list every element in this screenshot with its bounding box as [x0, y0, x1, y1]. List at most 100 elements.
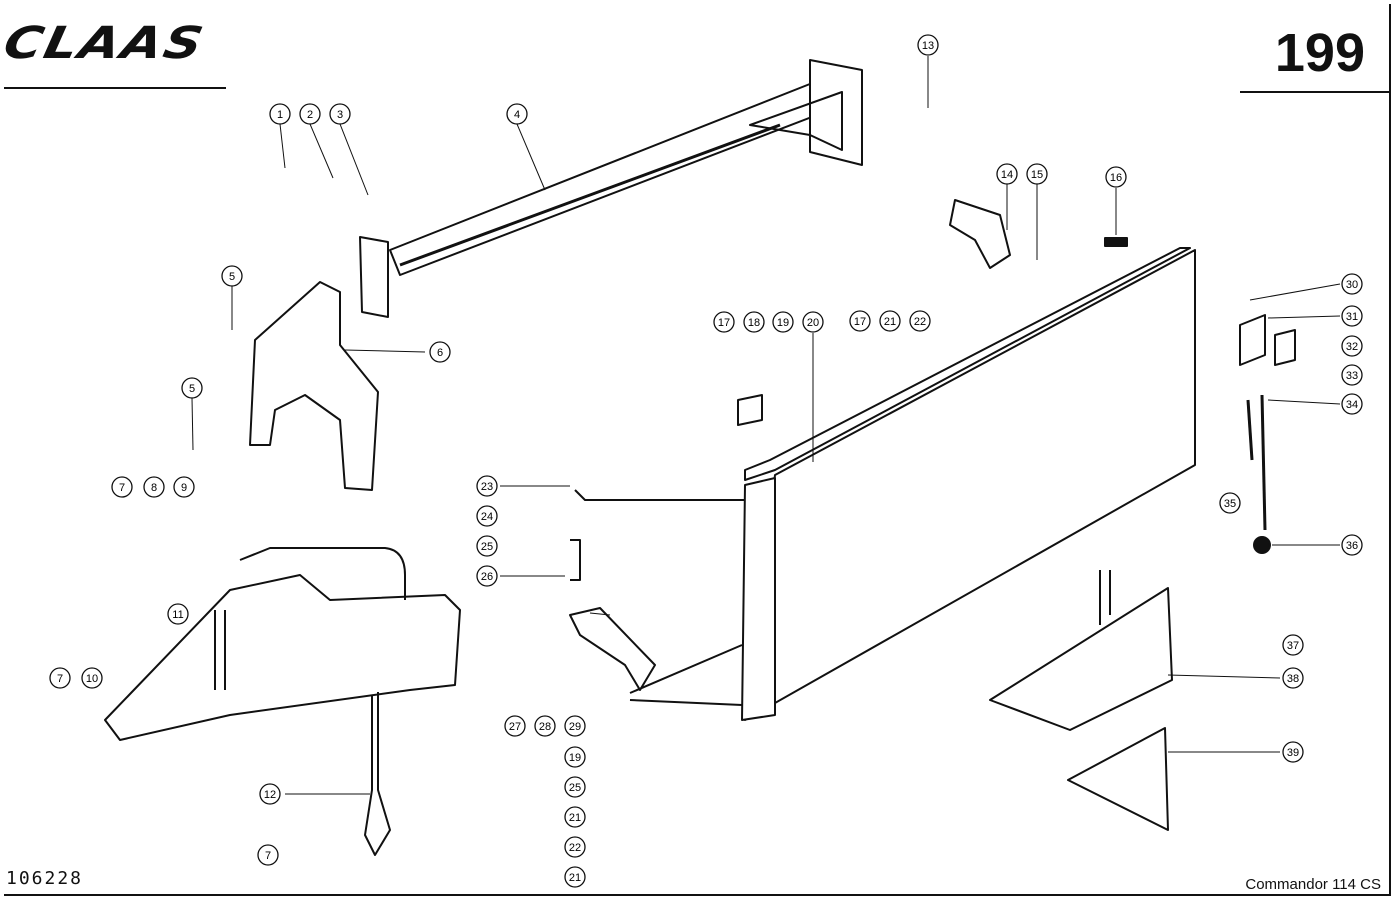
callout-17: 17 — [713, 311, 735, 333]
callout-label: 23 — [481, 481, 493, 493]
callout-16: 16 — [1105, 166, 1127, 188]
callout-label: 37 — [1287, 640, 1299, 652]
callout-label: 22 — [569, 842, 581, 854]
page-number: 199 — [1274, 23, 1365, 83]
callout-label: 21 — [569, 872, 581, 884]
callout-28: 28 — [534, 715, 556, 737]
callout-label: 7 — [119, 482, 125, 494]
logo-rule — [4, 87, 226, 89]
callout-label: 26 — [481, 571, 493, 583]
callout-25: 25 — [564, 776, 586, 798]
callout-label: 5 — [189, 383, 195, 395]
model-name: Commandor 114 CS — [1245, 876, 1381, 893]
callout-21: 21 — [564, 866, 586, 888]
callout-label: 28 — [539, 721, 551, 733]
callout-label: 33 — [1346, 370, 1358, 382]
side-panel — [629, 247, 1196, 721]
small-bracket-14 — [949, 199, 1011, 269]
callout-11: 11 — [167, 603, 189, 625]
callout-label: 27 — [509, 721, 521, 733]
clip-26 — [570, 539, 581, 581]
callout-label: 38 — [1287, 673, 1299, 685]
callout-label: 30 — [1346, 279, 1358, 291]
triangle-bracket — [1067, 727, 1169, 831]
callout-label: 25 — [569, 782, 581, 794]
callout-19: 19 — [564, 746, 586, 768]
callout-label: 7 — [57, 673, 63, 685]
callout-label: 21 — [569, 812, 581, 824]
callout-12: 12 — [259, 783, 281, 805]
callout-label: 7 — [265, 850, 271, 862]
callout-7: 7 — [49, 667, 71, 689]
callout-1: 1 — [269, 103, 291, 125]
channel-support — [989, 587, 1173, 731]
callout-label: 32 — [1346, 341, 1358, 353]
callout-label: 14 — [1001, 169, 1013, 181]
callout-19: 19 — [772, 311, 794, 333]
page-frame — [4, 4, 1391, 896]
callout-26: 26 — [476, 565, 498, 587]
callout-15: 15 — [1026, 163, 1048, 185]
tube-assembly — [359, 59, 863, 318]
callout-37: 37 — [1282, 634, 1304, 656]
callout-label: 8 — [151, 482, 157, 494]
plate-18 — [737, 394, 763, 426]
callout-label: 15 — [1031, 169, 1043, 181]
callout-17: 17 — [849, 310, 871, 332]
callout-23: 23 — [476, 475, 498, 497]
part-16-hatch — [1104, 237, 1128, 247]
callout-label: 2 — [307, 109, 313, 121]
callout-34: 34 — [1341, 393, 1363, 415]
callout-18: 18 — [743, 311, 765, 333]
callout-7: 7 — [257, 844, 279, 866]
callout-label: 11 — [172, 609, 183, 621]
callout-10: 10 — [81, 667, 103, 689]
callout-label: 39 — [1287, 747, 1299, 759]
callout-label: 21 — [884, 316, 896, 328]
callout-label: 13 — [922, 40, 934, 52]
callout-36: 36 — [1341, 534, 1363, 556]
callout-32: 32 — [1341, 335, 1363, 357]
callout-38: 38 — [1282, 667, 1304, 689]
callout-2: 2 — [299, 103, 321, 125]
callout-label: 29 — [569, 721, 581, 733]
callout-label: 34 — [1346, 399, 1358, 411]
angle-bracket — [569, 607, 656, 691]
shield-assembly — [104, 547, 461, 856]
callout-39: 39 — [1282, 741, 1304, 763]
callout-label: 9 — [181, 482, 187, 494]
callout-5: 5 — [181, 377, 203, 399]
callout-24: 24 — [476, 505, 498, 527]
callout-label: 18 — [748, 317, 760, 329]
callout-25: 25 — [476, 535, 498, 557]
callout-label: 3 — [337, 109, 343, 121]
callout-3: 3 — [329, 103, 351, 125]
page-number-rule — [1240, 91, 1391, 93]
callout-label: 24 — [481, 511, 493, 523]
callout-label: 19 — [777, 317, 789, 329]
callout-8: 8 — [143, 476, 165, 498]
callout-label: 31 — [1346, 311, 1358, 323]
callout-14: 14 — [996, 163, 1018, 185]
callout-label: 6 — [437, 347, 443, 359]
callout-label: 36 — [1346, 540, 1358, 552]
callout-label: 1 — [277, 109, 283, 121]
callout-22: 22 — [564, 836, 586, 858]
callout-9: 9 — [173, 476, 195, 498]
callout-13: 13 — [917, 34, 939, 56]
callout-33: 33 — [1341, 364, 1363, 386]
callout-label: 16 — [1110, 172, 1122, 184]
callout-label: 22 — [914, 316, 926, 328]
callout-20: 20 — [802, 311, 824, 333]
rod-23 — [574, 489, 745, 501]
callout-27: 27 — [504, 715, 526, 737]
callout-35: 35 — [1219, 492, 1241, 514]
callout-29: 29 — [564, 715, 586, 737]
callout-22: 22 — [909, 310, 931, 332]
callout-label: 12 — [264, 789, 276, 801]
drawing-number: 106228 — [6, 868, 84, 889]
callout-5: 5 — [221, 265, 243, 287]
callout-label: 35 — [1224, 498, 1236, 510]
callout-label: 10 — [86, 673, 98, 685]
